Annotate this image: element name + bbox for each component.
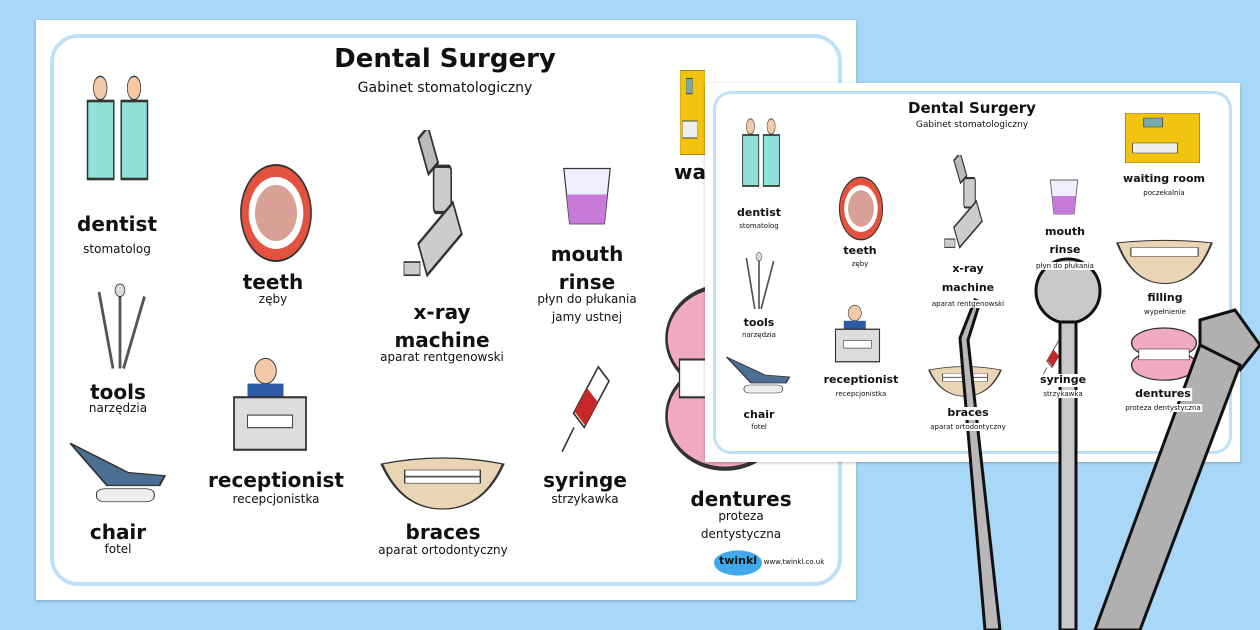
small-dentist-word: dentist (736, 206, 782, 220)
small-x-ray-machine-translation: aparat rentgenowski (930, 300, 1006, 309)
small-chair-word: chair (742, 408, 776, 422)
small-braces-icon (925, 363, 1005, 398)
small-syringe-word: syringe (1038, 373, 1088, 387)
small-receptionist-icon (830, 300, 885, 365)
dentist-word: dentist (77, 212, 157, 236)
small-teeth-word: teeth (842, 244, 878, 258)
receptionist-word: receptionist (208, 468, 344, 492)
small-filling-translation: wypełnienie (1143, 308, 1187, 317)
dentures-translation: proteza (718, 509, 764, 523)
small-sheet-title: Dental Surgery (908, 99, 1036, 117)
teeth-word: teeth (242, 270, 304, 294)
small-receptionist-word: receptionist (822, 373, 900, 387)
small-mouth-rinse-word: mouth (1044, 225, 1086, 239)
small-dentist-icon (738, 118, 784, 203)
small-dentures-icon (1128, 322, 1200, 382)
syringe-translation: strzykawka (551, 492, 619, 506)
small-mouth-rinse-word-line2: rinse (1048, 243, 1082, 257)
small-dentures-word: dentures (1134, 387, 1192, 401)
teeth-icon (237, 163, 315, 263)
small-receptionist-translation: recepcjonistka (834, 390, 888, 399)
small-tools-word: tools (742, 316, 776, 330)
small-dentures-translation: proteza dentystyczna (1124, 404, 1202, 413)
dentures-word: dentures (690, 487, 792, 511)
small-filling-word: filling (1146, 291, 1184, 305)
small-mouth-rinse-icon (1047, 176, 1081, 216)
small-waiting-room-icon (1125, 113, 1200, 163)
waiting-room-icon (680, 70, 705, 155)
dentures-translation-line2: dentystyczna (700, 527, 782, 541)
mouth-rinse-word: mouth (550, 242, 624, 266)
chair-icon (65, 440, 170, 505)
tools-translation: narzędzia (88, 401, 148, 415)
mouth-rinse-icon (558, 162, 616, 227)
small-syringe-translation: strzykawka (1042, 390, 1084, 399)
mouth-rinse-translation: płyn do płukania (537, 292, 637, 306)
braces-icon (375, 452, 510, 512)
small-sheet-subtitle: Gabinet stomatologiczny (915, 120, 1029, 130)
tools-icon (85, 283, 155, 373)
small-chair-icon (723, 355, 793, 395)
chair-translation: fotel (104, 542, 132, 556)
braces-translation: aparat ortodontyczny (378, 543, 508, 557)
small-x-ray-machine-word-line2: machine (940, 281, 996, 295)
small-braces-translation: aparat ortodontyczny (929, 423, 1007, 432)
twinkl-logo-icon (713, 549, 763, 577)
x-ray-machine-icon (400, 130, 480, 295)
syringe-word: syringe (543, 468, 627, 492)
syringe-icon (560, 345, 630, 455)
sheet-subtitle: Gabinet stomatologiczny (357, 80, 533, 96)
waiting-room-word: wa (674, 160, 706, 184)
chair-word: chair (89, 520, 147, 544)
small-chair-translation: fotel (750, 423, 768, 432)
website-url: www.twinkl.co.uk (763, 558, 825, 566)
dentist-translation: stomatolog (83, 242, 151, 256)
receptionist-icon (225, 350, 315, 455)
x-ray-machine-word: x-ray (413, 300, 471, 324)
small-x-ray-machine-word: x-ray (951, 262, 985, 276)
tools-word: tools (90, 380, 146, 404)
x-ray-machine-translation: aparat rentgenowski (380, 350, 504, 364)
mouth-rinse-word-line2: rinse (558, 270, 616, 294)
small-braces-word: braces (946, 406, 990, 420)
small-tools-icon (738, 252, 780, 312)
small-mouth-rinse-translation: płyn do płukania (1035, 262, 1095, 271)
teeth-translation: zęby (258, 292, 288, 306)
small-teeth-icon (837, 176, 885, 241)
small-tools-translation: narzędzia (741, 331, 777, 340)
receptionist-translation: recepcjonistka (232, 492, 320, 506)
braces-word: braces (405, 520, 481, 544)
small-dentist-translation: stomatolog (738, 222, 780, 231)
small-x-ray-machine-icon (942, 155, 994, 260)
twinkl-logo-text: twinkl (718, 554, 758, 567)
dentist-icon (80, 75, 155, 205)
sheet-title: Dental Surgery (334, 44, 556, 74)
small-waiting-room-word: waiting room (1122, 172, 1206, 186)
small-waiting-room-translation: poczekalnia (1142, 189, 1186, 198)
small-teeth-translation: zęby (850, 260, 870, 269)
x-ray-machine-word-line2: machine (394, 328, 490, 352)
small-filling-icon (1112, 238, 1217, 286)
mouth-rinse-translation-line2: jamy ustnej (551, 310, 623, 324)
